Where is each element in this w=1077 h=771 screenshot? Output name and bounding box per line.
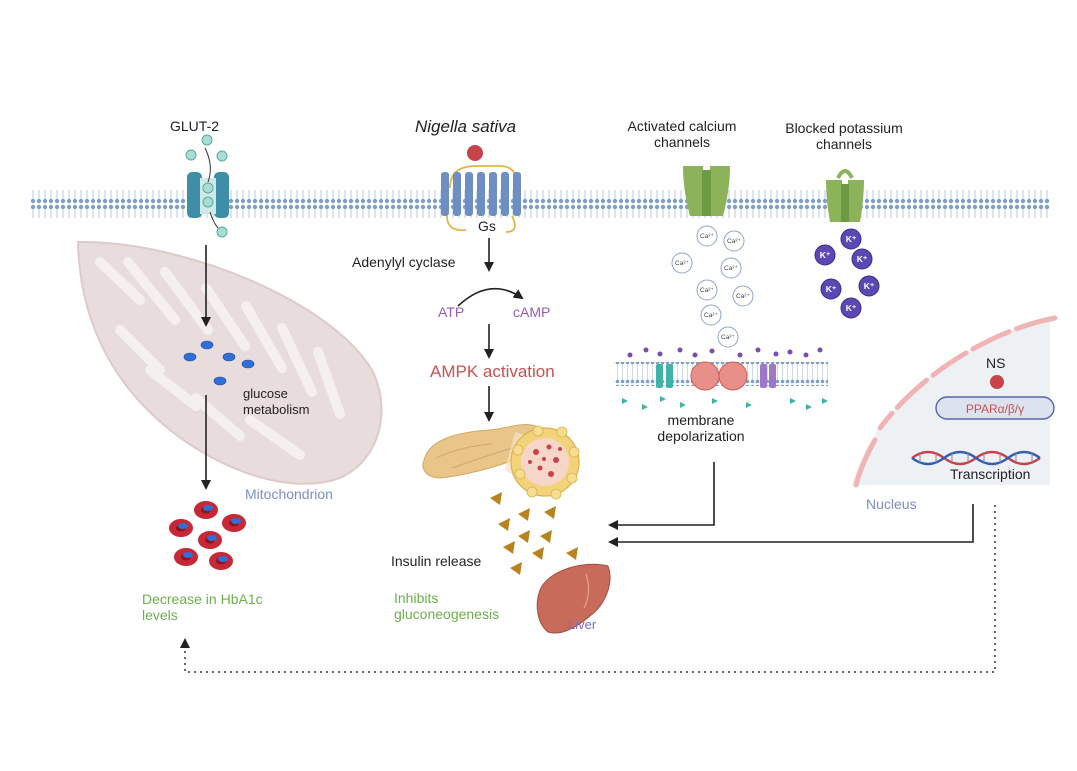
gs-label: Gs	[478, 218, 496, 234]
svg-text:Ca²⁺: Ca²⁺	[700, 287, 714, 294]
calcium-ion-labels: Ca²⁺ Ca²⁺ Ca²⁺ Ca²⁺ Ca²⁺ Ca²⁺ Ca²⁺ Ca²⁺	[675, 233, 750, 341]
mitochondrion-label: Mitochondrion	[245, 486, 333, 502]
svg-text:K⁺: K⁺	[820, 250, 831, 260]
hba1c-label: Decrease in HbA1c levels	[142, 591, 263, 623]
calcium-channels-label: Activated calcium channels	[627, 118, 737, 150]
ns-molecule	[990, 375, 1004, 389]
svg-text:K⁺: K⁺	[826, 284, 837, 294]
arrow-depolarization	[608, 462, 715, 530]
transcription-label: Transcription	[950, 466, 1031, 482]
arrow-atp-to-camp	[457, 287, 524, 307]
ns-label: NS	[986, 355, 1006, 371]
liver	[536, 563, 611, 634]
nigella-label: Nigella sativa	[415, 117, 517, 136]
depolarization-channels	[656, 361, 776, 391]
dna-helix	[911, 450, 1041, 466]
insulin-granules	[490, 492, 578, 575]
atp-label: ATP	[438, 304, 465, 320]
membrane-depolarization-label: membrane depolarization	[657, 412, 745, 444]
depolarization-ions-top	[627, 347, 823, 358]
insulin-release-label: Insulin release	[391, 553, 482, 569]
glucose-molecules	[185, 134, 228, 238]
depolarization-ions-bottom	[622, 396, 828, 410]
svg-text:K⁺: K⁺	[857, 254, 868, 264]
potassium-channels-label: Blocked potassium channels	[785, 120, 903, 152]
gpcr-receptor	[441, 145, 521, 233]
islet	[510, 425, 580, 500]
nucleus	[852, 315, 1058, 488]
ppar-box	[935, 396, 1055, 420]
metabolism-dots	[183, 340, 255, 386]
potassium-channel	[826, 169, 864, 222]
mitochondrion-shape	[76, 240, 383, 485]
svg-text:Ca²⁺: Ca²⁺	[724, 265, 738, 272]
svg-text:Ca²⁺: Ca²⁺	[727, 238, 741, 245]
svg-text:K⁺: K⁺	[846, 234, 857, 244]
svg-text:Ca²⁺: Ca²⁺	[736, 293, 750, 300]
svg-text:K⁺: K⁺	[864, 281, 875, 291]
red-blood-cells	[169, 501, 246, 570]
svg-text:K⁺: K⁺	[846, 303, 857, 313]
adenylyl-cyclase-label: Adenylyl cyclase	[352, 254, 456, 270]
calcium-ions	[671, 225, 754, 348]
nigella-ligand	[467, 145, 483, 161]
svg-text:Ca²⁺: Ca²⁺	[721, 334, 735, 341]
potassium-ions	[814, 228, 880, 319]
svg-text:Ca²⁺: Ca²⁺	[704, 312, 718, 319]
glucose-metabolism-label: glucose metabolism	[243, 386, 310, 417]
arrow-nucleus	[608, 504, 974, 547]
svg-text:Ca²⁺: Ca²⁺	[675, 260, 689, 267]
ampk-label: AMPK activation	[430, 362, 555, 381]
ppar-label: PPARα/β/γ	[965, 402, 1025, 416]
calcium-channel	[683, 166, 730, 216]
inhibits-gluconeogenesis-label: Inhibits gluconeogenesis	[394, 590, 500, 622]
liver-label: Liver	[568, 617, 597, 632]
glut2-transporter	[187, 172, 229, 218]
cell-membrane	[30, 184, 1050, 218]
glut2-label: GLUT-2	[170, 118, 220, 134]
camp-label: cAMP	[513, 304, 551, 320]
potassium-ion-labels: K⁺ K⁺ K⁺ K⁺ K⁺ K⁺	[820, 234, 875, 313]
dotted-feedback-arrow	[180, 505, 996, 673]
nucleus-label: Nucleus	[866, 496, 917, 512]
svg-text:Ca²⁺: Ca²⁺	[700, 233, 714, 240]
